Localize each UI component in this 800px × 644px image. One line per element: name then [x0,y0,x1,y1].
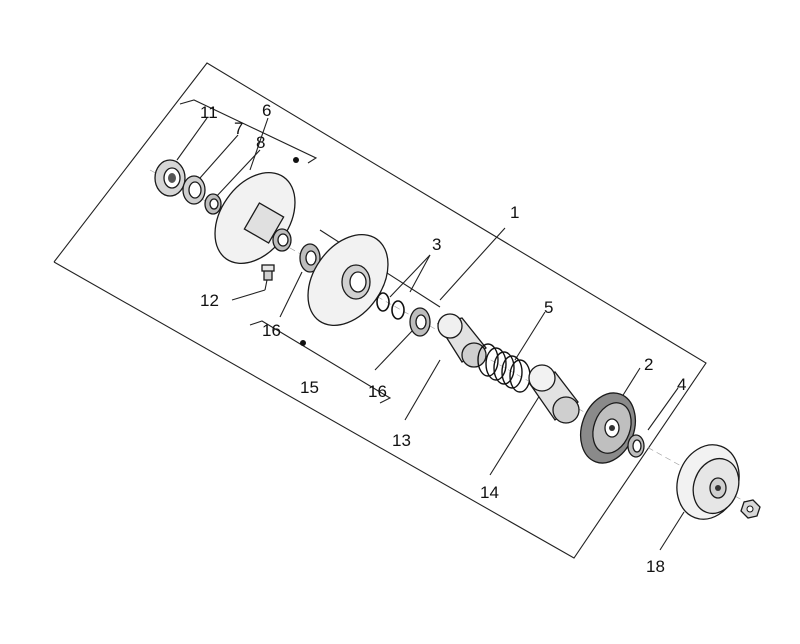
callout-4: 4 [677,375,686,394]
assembly-frame-outer [53,62,707,559]
leader-lines [176,117,685,551]
part-2-clutch [579,392,637,464]
part-18-clutch-bell [676,444,740,520]
part-16-seal-right [409,307,431,337]
bracket-15 [249,320,392,404]
callout-1: 1 [510,203,519,222]
callout-18: 18 [646,557,665,576]
callout-11: 11 [200,103,218,122]
part-4-washer [627,434,645,458]
pulley-half-movable [214,157,299,265]
callout-5: 5 [544,298,553,317]
part-14-cap [528,364,580,424]
bracket-6 [179,99,318,164]
part-3-o-rings [376,292,405,320]
part-11-bearing [154,159,186,197]
callout-6: 6 [262,101,271,120]
part-13-sleeve [436,313,487,368]
callout-3: 3 [432,235,441,254]
callout-15: 15 [300,378,319,397]
axis-line [149,169,761,511]
part-12-pin [261,264,275,281]
callout-14: 14 [480,483,499,502]
nut [740,499,761,519]
callout-8: 8 [256,133,265,152]
part-16-seal-left [299,243,321,273]
callout-12: 12 [200,291,219,310]
pulley-half-fixed [300,233,389,346]
part-7-ring [182,175,206,205]
callout-2: 2 [644,355,653,374]
callout-16-right: 16 [368,382,387,401]
part-8-bushing [204,193,222,215]
callout-13: 13 [392,431,411,450]
callout-16-left: 16 [262,321,281,340]
callout-7: 7 [234,119,243,138]
